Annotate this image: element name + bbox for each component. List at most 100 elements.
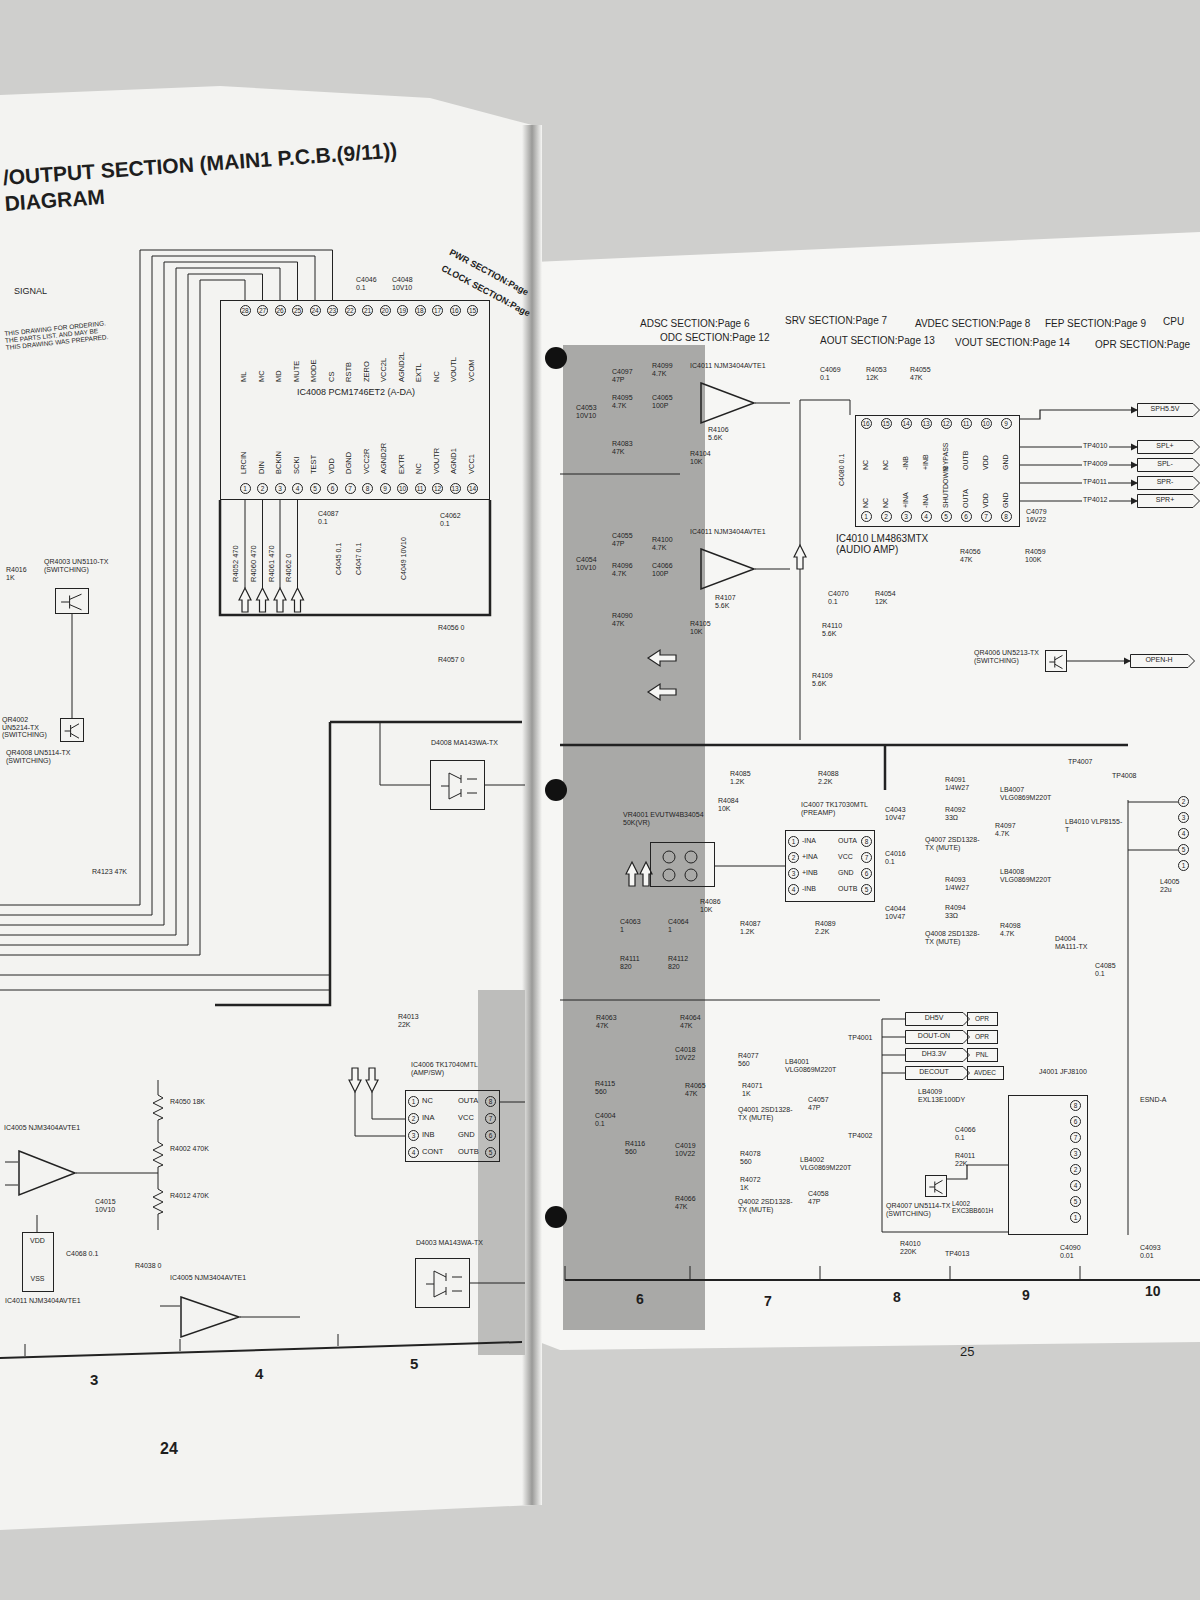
grid-number: 8 [893,1290,901,1305]
part-label: AGND2L [398,352,406,382]
part-label: C4045 0.1 [335,543,343,575]
pin-number: 25 [292,305,303,316]
pin-number: 26 [275,305,286,316]
wire-connector [1020,482,1137,483]
symbol-outline [700,548,755,590]
part-label: VCC2L [380,358,388,382]
part-label: R4061 470 [268,545,276,582]
part-label: NC [422,1097,433,1105]
part-label: R4056 0 [438,624,464,632]
pin-number: 18 [415,305,426,316]
part-label: C4080 0.1 [838,454,846,486]
part-label: R4097 4.7K [995,822,1025,837]
symbol-outline [700,382,755,424]
part-label: R4011 22K [955,1152,983,1167]
part-label: R4072 1K [740,1176,766,1191]
part-label: NC [433,371,441,382]
part-label: R4062 0 [285,554,293,582]
part-label: CONT [422,1148,443,1156]
connector-tag: SPL+ [1137,440,1200,454]
opamp-triangle: IC4005 NJM3404AVTE1 [180,1296,240,1338]
connector-tag: AVDEC [967,1066,1004,1080]
part-label: C4063 1 [620,918,644,933]
wire-line [0,1342,522,1358]
part-label: R4064 47K [680,1014,708,1029]
transistor-symbol [61,594,81,610]
tag-outline [1131,655,1195,668]
grid-number: 7 [764,1294,772,1309]
part-label: R4115 560 [595,1080,621,1095]
part-heading: J4001 JFJ8100 [1039,1068,1099,1076]
part-label: TP4001 [848,1034,873,1042]
part-label: EXTL [415,363,423,382]
part-label: OUTA [838,837,857,845]
wire-line [349,1068,361,1092]
part-heading: IC4006 TK17040MTL (AMP/SW) [411,1061,506,1076]
part-label: VOUTL [450,357,458,382]
part-label: TP4011 [1082,478,1108,486]
symbol-outline [416,1259,469,1307]
part-label: VCC [458,1114,474,1122]
pin-number: 21 [362,305,373,316]
pin-number: 1 [861,511,872,522]
part-label: ML [240,372,248,382]
page-background [545,347,567,369]
part-label: Q4002 2SD1328-TX (MUTE) [738,1198,793,1213]
part-label: LB4001 VLG0869M220T [785,1058,845,1073]
part-label: VCC2R [363,449,371,474]
wire-line [626,862,638,886]
opamp-triangle: IC4005 NJM3404AVTE1 [18,1150,76,1196]
pin-number: 28 [240,305,251,316]
wire-connector [1020,410,1137,419]
pin-number: 4 [788,884,799,895]
pin-number: 11 [415,483,426,494]
wire-line [565,1266,1080,1280]
tag-text: SPL- [1137,458,1193,470]
part-label: QR4002 UN5214-TX (SWITCHING) [2,716,58,739]
pin-number: 13 [450,483,461,494]
part-heading: QR4007 UN5114-TX (SWITCHING) [886,1202,952,1217]
wire-line [565,1279,1200,1281]
part-label: C4053 10V10 [576,404,608,419]
wire-line [648,684,676,700]
part-label: C4054 10V10 [576,556,608,571]
connector-tag: OPEN-H [1130,654,1195,668]
part-label: R4112 820 [668,955,694,970]
part-label: +INA [902,492,910,508]
tag-text: OPR [968,1013,996,1025]
part-label: +INA [802,853,818,861]
part-label: C4049 10V10 [400,537,408,580]
part-label: R4016 1K [6,566,36,581]
pin-number: 22 [345,305,356,316]
part-label: C4048 10V10 [392,276,426,291]
tag-text: SPR- [1137,476,1193,488]
part-label: R4096 4.7K [612,562,642,577]
symbol-outline [61,719,83,741]
wire-line [380,722,525,785]
wire-line [72,614,73,718]
tag-outline [906,1031,970,1044]
wire-line [215,722,522,1005]
pin-number: 1 [1070,1212,1081,1223]
part-heading: QR4006 UN5213-TX (SWITCHING) [974,649,1042,664]
pin-number: 1 [788,836,799,847]
page-background [534,232,1200,1350]
part-label: C4070 0.1 [828,590,856,605]
pin-number: 5 [1070,1196,1081,1207]
part-label: -INA [922,494,930,508]
tag-text: SPR+ [1137,494,1193,506]
tag-outline [906,1067,970,1080]
part-label: Q4001 2SD1328-TX (MUTE) [738,1106,793,1121]
pin-number: 7 [345,483,356,494]
wire-connector [947,1165,1008,1179]
part-heading: IC4010 LM4863MTX (AUDIO AMP) [836,533,956,555]
part-label: R4107 5.6K [715,594,745,609]
part-label: CS [328,372,336,382]
wire-line [0,250,333,905]
opamp-triangle: IC4011 NJM3404AVTE1 [700,548,755,590]
vr-terminal [685,851,697,863]
part-heading: IC4005 NJM3404AVTE1 [4,1124,104,1132]
part-label: TP4010 [1082,442,1109,450]
part-label: C4015 10V10 [95,1198,135,1213]
part-label: R4091 1/4W27 [945,776,985,791]
